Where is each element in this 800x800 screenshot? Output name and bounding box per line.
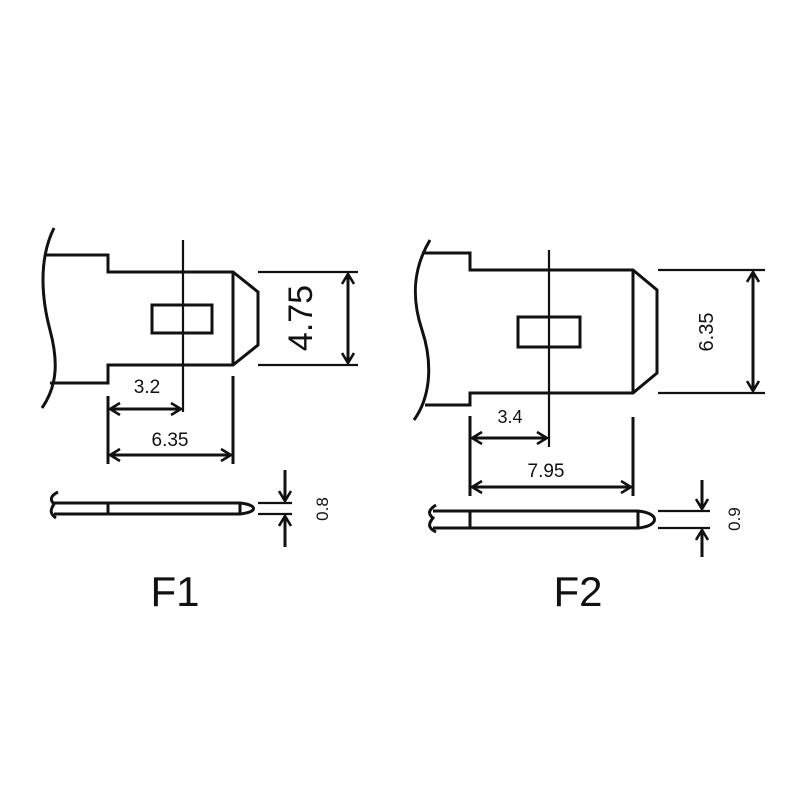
f1-body-break-curve	[40, 227, 57, 409]
f2-body-break-curve	[412, 239, 432, 421]
f2-side-view	[428, 503, 656, 534]
f1-tab-outline	[46, 253, 260, 385]
f2-tab-outline	[422, 251, 659, 407]
f2-width-dim: 6.35	[696, 313, 718, 352]
f2-label: F2	[553, 568, 602, 615]
f1-label: F1	[150, 568, 199, 615]
f1-length-dim: 6.35	[152, 430, 189, 451]
f1-hole-dim: 3.2	[134, 377, 160, 398]
f1-side-view	[49, 490, 255, 520]
f1-terminal: 4.75 3.2 6.35 0.8 F1	[40, 227, 358, 615]
f2-thickness-dim: 0.9	[725, 507, 744, 531]
f2-hole-dim: 3.4	[497, 407, 522, 427]
f1-width-dim: 4.75	[282, 285, 320, 351]
f1-thickness-dim: 0.8	[313, 497, 332, 521]
f2-terminal: 6.35 3.4 7.95 0.9 F2	[412, 239, 765, 615]
f2-length-dim: 7.95	[528, 461, 565, 482]
